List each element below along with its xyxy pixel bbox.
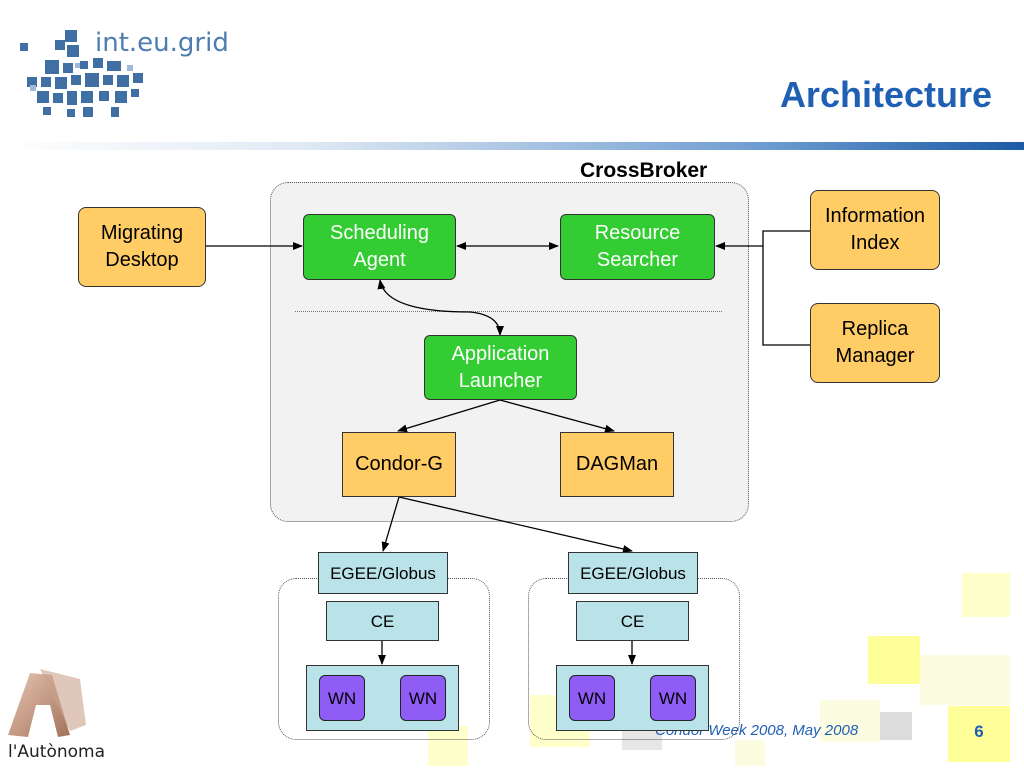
wn-label: WN (408, 688, 438, 708)
resource-searcher-line2: Searcher (596, 249, 679, 271)
replica-manager-line2: Manager (835, 345, 915, 367)
wn-box: WN (319, 675, 365, 721)
logo-text: int.eu.grid (95, 28, 229, 58)
crossbroker-label: CrossBroker (580, 159, 708, 182)
migrating-desktop-box: Migrating Desktop (78, 207, 206, 287)
page-title: Architecture (779, 74, 992, 115)
information-index-line1: Information (824, 205, 926, 227)
condor-g-label: Condor-G (355, 453, 443, 475)
ce-label: CE (370, 611, 395, 631)
ce-label: CE (620, 611, 645, 631)
resource-searcher-box: Resource Searcher (560, 214, 715, 280)
wn-box: WN (400, 675, 446, 721)
page-number: 6 (974, 722, 984, 741)
egee-globus-label: EGEE/Globus (580, 563, 686, 583)
deco-square (920, 655, 1010, 705)
deco-square (735, 740, 765, 766)
scheduling-agent-line2: Agent (353, 249, 406, 271)
ce-box: CE (576, 601, 689, 641)
information-index-box: Information Index (810, 190, 940, 270)
deco-square (820, 700, 880, 742)
deco-square (428, 726, 468, 766)
egee-globus-box: EGEE/Globus (318, 552, 448, 594)
egee-globus-box: EGEE/Globus (568, 552, 698, 594)
condor-g-box: Condor-G (342, 432, 456, 497)
migrating-desktop-line1: Migrating (100, 222, 184, 244)
replica-manager-box: Replica Manager (810, 303, 940, 383)
scheduling-agent-line1: Scheduling (330, 222, 429, 244)
uab-logo: l'Autònoma (8, 669, 105, 762)
uab-logo-text: l'Autònoma (8, 742, 105, 762)
resource-searcher-line1: Resource (594, 222, 681, 244)
page-number-box (948, 706, 1010, 762)
ce-box: CE (326, 601, 439, 641)
header-gradient-bar (0, 142, 1024, 150)
wn-label: WN (327, 688, 357, 708)
wn-box: WN (569, 675, 615, 721)
migrating-desktop-line2: Desktop (105, 249, 179, 271)
wn-label: WN (658, 688, 688, 708)
application-launcher-line1: Application (451, 342, 550, 365)
deco-square (868, 636, 920, 684)
replica-manager-line1: Replica (841, 318, 909, 340)
dagman-label: DAGMan (575, 453, 659, 475)
information-index-line2: Index (850, 232, 900, 254)
application-launcher-box: Application Launcher (424, 335, 577, 400)
wn-box: WN (650, 675, 696, 721)
application-launcher-line2: Launcher (458, 369, 543, 392)
egee-globus-label: EGEE/Globus (330, 563, 436, 583)
dagman-box: DAGMan (560, 432, 674, 497)
wn-label: WN (577, 688, 607, 708)
deco-square (880, 712, 912, 740)
scheduling-agent-box: Scheduling Agent (303, 214, 456, 280)
crossbroker-divider (295, 311, 722, 312)
deco-square (962, 573, 1010, 617)
int-eu-grid-logo: int.eu.grid (20, 28, 229, 117)
